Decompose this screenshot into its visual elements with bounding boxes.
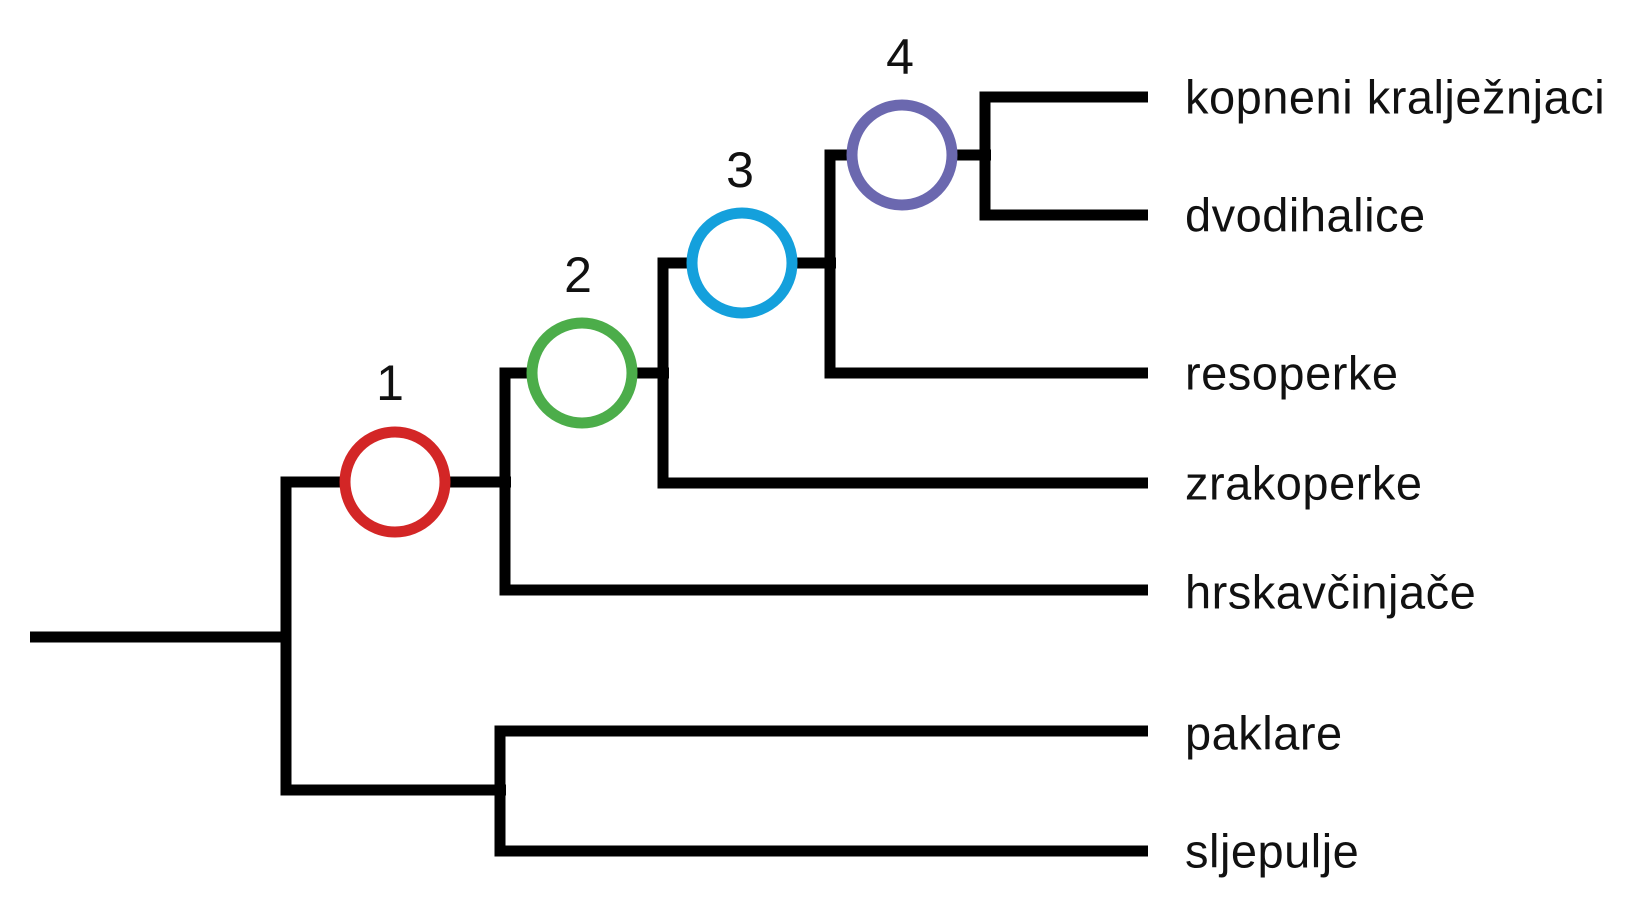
taxon-label-sljepulje: sljepulje bbox=[1185, 824, 1360, 878]
branch-lines-group bbox=[30, 91, 1148, 857]
node-number-4: 4 bbox=[886, 29, 914, 85]
node2-fork bbox=[657, 257, 1148, 489]
node-circle-2 bbox=[526, 317, 638, 429]
taxon-label-kopneni-kraljeznjaci: kopneni kralježnjaci bbox=[1185, 70, 1606, 124]
taxon-label-paklare: paklare bbox=[1185, 706, 1343, 760]
node1-fork bbox=[499, 367, 1148, 596]
basal-split-branch bbox=[280, 476, 506, 796]
taxon-label-zrakoperke: zrakoperke bbox=[1185, 456, 1423, 510]
taxon-label-dvodihalice: dvodihalice bbox=[1185, 188, 1426, 242]
node-circle-3 bbox=[686, 207, 798, 319]
node3-fork bbox=[824, 149, 1148, 379]
node4-terminal-fork bbox=[979, 91, 1148, 221]
jawless-clade-fork bbox=[494, 725, 1148, 857]
taxon-label-hrskavcinjace: hrskavčinjače bbox=[1185, 565, 1477, 619]
node-number-2: 2 bbox=[564, 247, 592, 303]
node-number-3: 3 bbox=[726, 142, 754, 198]
node-circle-1 bbox=[339, 426, 451, 538]
node-circle-4 bbox=[846, 99, 958, 211]
node-number-1: 1 bbox=[376, 355, 404, 411]
taxon-label-resoperke: resoperke bbox=[1185, 346, 1399, 400]
node-circles-group bbox=[339, 99, 958, 538]
